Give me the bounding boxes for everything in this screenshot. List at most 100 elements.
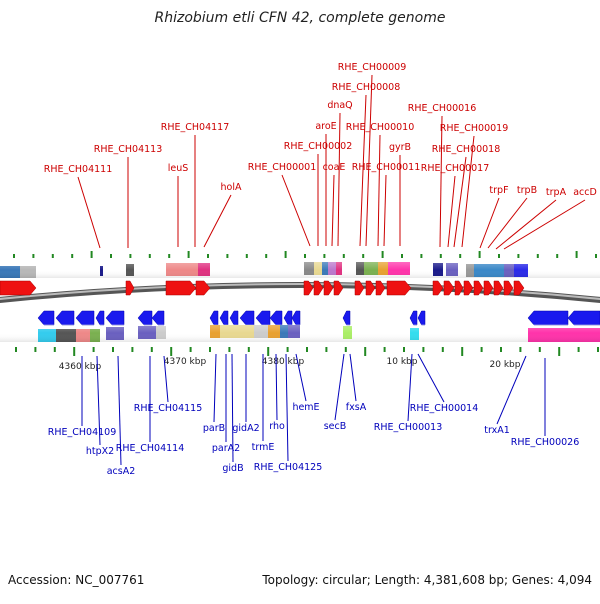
reverse-gene-arrow[interactable] — [269, 310, 283, 326]
scale-label: 4360 kbp — [59, 362, 102, 372]
gene-label[interactable]: RHE_CH00011 — [352, 162, 421, 173]
reverse-gene-arrow[interactable] — [567, 310, 600, 326]
gene-label[interactable]: RHE_CH04117 — [161, 122, 230, 133]
reverse-gene-arrow[interactable] — [417, 310, 426, 326]
gene-label[interactable]: hemE — [292, 402, 319, 413]
reverse-gene-arrow[interactable] — [342, 310, 351, 326]
gene-label[interactable]: RHE_CH00014 — [410, 403, 479, 414]
gene-label[interactable]: rho — [269, 421, 285, 432]
forward-gene-arrow[interactable] — [313, 280, 324, 296]
gene-label[interactable]: secB — [324, 421, 347, 432]
forward-gene-arrow[interactable] — [513, 280, 525, 296]
gene-label[interactable]: htpX2 — [86, 446, 114, 457]
gene-leader-line — [377, 134, 381, 247]
forward-gene-arrow[interactable] — [354, 280, 365, 296]
gene-label[interactable]: parB — [203, 423, 225, 434]
reverse-gene-arrow[interactable] — [151, 310, 165, 326]
gene-label[interactable]: gidA2 — [232, 423, 259, 434]
forward-gene-arrow[interactable] — [473, 280, 484, 296]
gene-label[interactable]: RHE_CH04115 — [134, 403, 203, 414]
gene-label[interactable]: RHE_CH04114 — [116, 443, 185, 454]
gene-label[interactable]: fxsA — [346, 402, 367, 413]
gene-label[interactable]: acsA2 — [107, 466, 136, 477]
forward-gene-arrow[interactable] — [432, 280, 444, 296]
forward-gene-arrow[interactable] — [195, 280, 211, 296]
gene-leader-line — [461, 135, 475, 248]
gene-label[interactable]: trmE — [252, 442, 275, 453]
scale-label: 4370 kbp — [164, 357, 207, 367]
gene-label[interactable]: gidB — [222, 463, 243, 474]
reverse-gene-arrow[interactable] — [137, 310, 153, 326]
forward-gene-arrow[interactable] — [165, 280, 197, 296]
forward-gene-arrow[interactable] — [303, 280, 314, 296]
reverse-gene-arrow[interactable] — [75, 310, 95, 326]
gene-label[interactable]: RHE_CH00026 — [511, 437, 580, 448]
forward-gene-arrow[interactable] — [483, 280, 494, 296]
reverse-gene-arrow[interactable] — [527, 310, 569, 326]
reverse-gene-arrow[interactable] — [283, 310, 293, 326]
gene-leader-line — [213, 353, 217, 423]
gene-label[interactable]: RHE_CH00019 — [440, 123, 509, 134]
reverse-gene-arrow[interactable] — [95, 310, 105, 326]
gene-label[interactable]: aroE — [315, 121, 336, 132]
reverse-gene-arrows — [37, 310, 600, 326]
reverse-gene-arrow[interactable] — [291, 310, 301, 326]
genome-summary-text: Topology: circular; Length: 4,381,608 bp… — [262, 573, 592, 587]
reverse-gene-arrow[interactable] — [239, 310, 255, 326]
gene-label[interactable]: trpB — [517, 185, 537, 196]
gene-label[interactable]: holA — [221, 182, 242, 193]
gene-label[interactable]: RHE_CH00001 — [248, 162, 317, 173]
forward-gene-arrow[interactable] — [386, 280, 412, 296]
reverse-gene-arrow[interactable] — [209, 310, 219, 326]
reverse-gene-arrow[interactable] — [219, 310, 229, 326]
reverse-feature-track — [0, 310, 600, 342]
gene-label[interactable]: RHE_CH00009 — [338, 62, 407, 73]
forward-gene-arrows — [0, 280, 525, 296]
forward-gene-arrow[interactable] — [493, 280, 504, 296]
forward-gene-arrow[interactable] — [0, 280, 37, 296]
gene-leader-line — [331, 174, 335, 247]
scale-label: 20 kbp — [490, 360, 521, 370]
gene-label[interactable]: trpF — [489, 185, 508, 196]
gene-label[interactable]: RHE_CH00016 — [408, 103, 477, 114]
gene-label[interactable]: RHE_CH00017 — [421, 163, 490, 174]
gene-label[interactable]: RHE_CH00002 — [284, 141, 353, 152]
reverse-gene-arrow[interactable] — [255, 310, 271, 326]
forward-gene-arrow[interactable] — [443, 280, 455, 296]
gene-label[interactable]: trpA — [546, 187, 567, 198]
gene-label[interactable]: RHE_CH00018 — [432, 144, 501, 155]
gloss-overlay — [0, 324, 600, 342]
gene-label[interactable]: leuS — [168, 163, 189, 174]
gene-label[interactable]: dnaQ — [327, 100, 352, 111]
forward-gene-arrow[interactable] — [125, 280, 135, 296]
reverse-gene-arrow[interactable] — [37, 310, 55, 326]
forward-gene-arrow[interactable] — [503, 280, 514, 296]
gene-label[interactable]: RHE_CH00010 — [346, 122, 415, 133]
gene-label[interactable]: RHE_CH00013 — [374, 422, 443, 433]
gene-leader-line — [203, 194, 232, 248]
reverse-gene-arrow[interactable] — [55, 310, 75, 326]
gene-label[interactable]: parA2 — [212, 443, 240, 454]
reverse-gene-arrow[interactable] — [105, 310, 125, 326]
gene-label[interactable]: accD — [573, 187, 597, 198]
gene-label[interactable]: RHE_CH04125 — [254, 462, 323, 473]
gene-label[interactable]: trxA1 — [484, 425, 510, 436]
gene-label[interactable]: gyrB — [389, 142, 411, 153]
gene-label[interactable]: coaE — [323, 162, 346, 173]
forward-gene-labels: RHE_CH04111 RHE_CH04113 RHE_CH04117 leuS hol… — [44, 62, 597, 250]
gene-leader-line — [275, 353, 278, 421]
reverse-gene-arrow[interactable] — [409, 310, 418, 326]
forward-gene-arrow[interactable] — [323, 280, 334, 296]
gene-label[interactable]: RHE_CH04113 — [94, 144, 163, 155]
gene-leader-line — [495, 199, 557, 250]
reverse-gene-arrow[interactable] — [229, 310, 239, 326]
forward-gene-arrow[interactable] — [454, 280, 464, 296]
gene-label[interactable]: RHE_CH04109 — [48, 427, 117, 438]
gene-label[interactable]: RHE_CH04111 — [44, 164, 113, 175]
forward-gene-arrow[interactable] — [333, 280, 344, 296]
forward-gene-arrow[interactable] — [375, 280, 386, 296]
forward-gene-arrow[interactable] — [463, 280, 474, 296]
forward-gene-arrow[interactable] — [365, 280, 376, 296]
gene-label[interactable]: RHE_CH00008 — [332, 82, 401, 93]
